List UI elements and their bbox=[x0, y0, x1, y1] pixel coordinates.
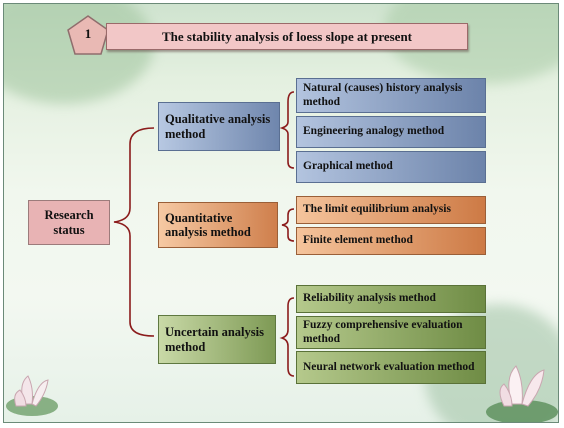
method-item: The limit equilibrium analysis bbox=[296, 196, 486, 224]
method-item: Finite element method bbox=[296, 227, 486, 255]
category-quantitative: Quantitative analysis method bbox=[158, 202, 278, 248]
pentagon-icon bbox=[67, 15, 109, 55]
bracket-lines bbox=[113, 91, 295, 377]
uncertain-bracket bbox=[279, 297, 295, 377]
main-bracket bbox=[113, 127, 155, 337]
lotus-flower-icon bbox=[6, 375, 58, 416]
qualitative-bracket bbox=[279, 91, 295, 169]
method-item: Reliability analysis method bbox=[296, 285, 486, 313]
section-number: 1 bbox=[84, 26, 92, 41]
category-qualitative: Qualitative analysis method bbox=[158, 102, 280, 151]
method-item: Engineering analogy method bbox=[296, 116, 486, 148]
method-item: Graphical method bbox=[296, 151, 486, 183]
section-number-badge: 1 bbox=[66, 14, 110, 56]
tree-connectors bbox=[113, 91, 295, 377]
slide: 1 The stability analysis of loess slope … bbox=[3, 3, 559, 423]
method-item: Natural (causes) history analysis method bbox=[296, 78, 486, 113]
research-status-box: Research status bbox=[28, 200, 110, 245]
method-item: Neural network evaluation method bbox=[296, 351, 486, 384]
lotus-flower-icon bbox=[486, 365, 558, 422]
quantitative-bracket bbox=[281, 208, 295, 242]
method-item: Fuzzy comprehensive evaluation method bbox=[296, 316, 486, 349]
slide-title: The stability analysis of loess slope at… bbox=[106, 23, 468, 50]
category-uncertain: Uncertain analysis method bbox=[158, 315, 276, 364]
